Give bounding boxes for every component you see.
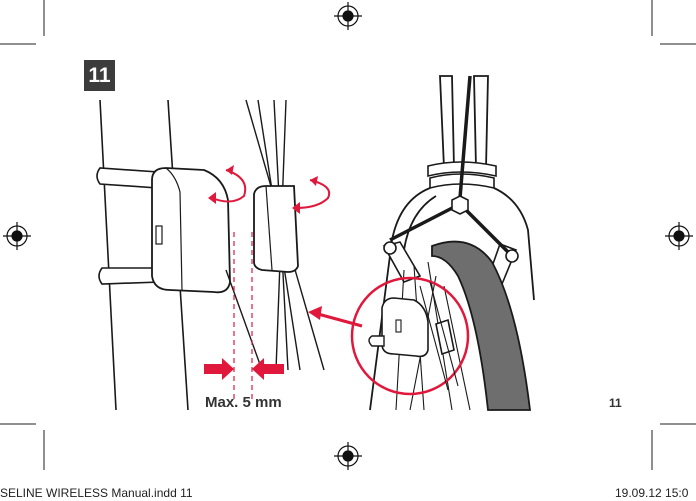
crop-marks <box>0 0 696 470</box>
max-gap-label: Max. 5 mm <box>205 394 282 411</box>
gap-arrow-right <box>252 358 284 380</box>
step-number-badge: 11 <box>84 60 115 91</box>
front-tire <box>431 240 532 411</box>
registration-mark-top <box>334 2 362 30</box>
overview-spokes <box>395 261 471 411</box>
brake-cable <box>389 75 510 254</box>
detail-pointer-arrow <box>308 306 363 328</box>
registration-mark-left <box>3 222 31 250</box>
registration-mark-right <box>665 222 693 250</box>
print-slug-filename: SELINE WIRELESS Manual.indd 11 <box>0 486 193 500</box>
cable-hanger <box>451 195 469 215</box>
gap-guides <box>233 232 253 400</box>
rotation-arrow-sensor <box>208 165 247 204</box>
spoke-magnet <box>253 185 299 273</box>
speed-sensor <box>151 167 231 294</box>
registration-mark-bottom <box>334 442 362 470</box>
print-slug-datetime: 19.09.12 15:0 <box>615 486 689 500</box>
magnified-inset <box>350 276 470 396</box>
gap-arrow-left <box>204 358 234 380</box>
sensor-strap <box>96 167 161 285</box>
rotation-arrow-magnet <box>292 176 331 214</box>
page-number: 11 <box>609 396 622 410</box>
